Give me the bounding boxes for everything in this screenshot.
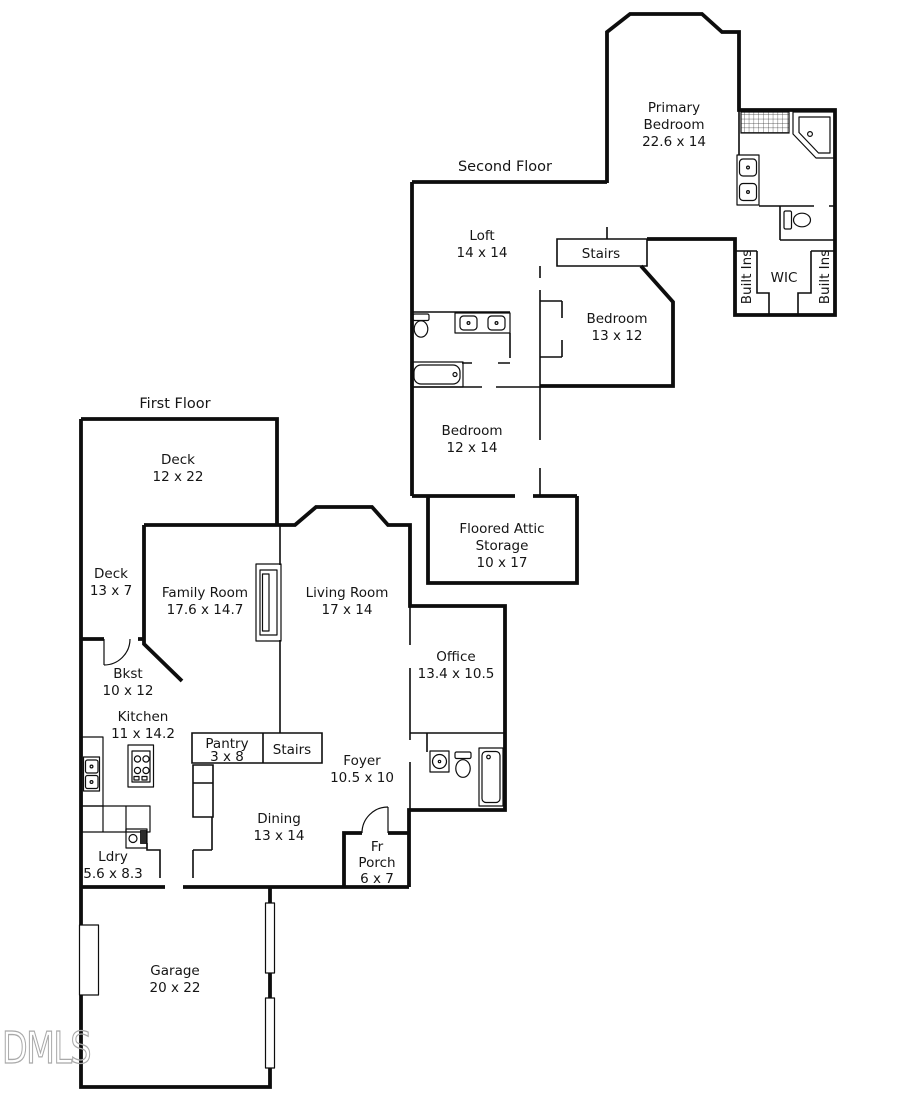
deck13-dims: 13 x 7	[90, 583, 132, 599]
foyer-dims: 10.5 x 10	[330, 770, 394, 786]
room-label-fr-porch: Fr Porch 6 x 7	[358, 839, 395, 887]
dining-dims: 13 x 14	[254, 828, 305, 844]
second-floor-title: Second Floor	[458, 159, 552, 175]
family-dims: 17.6 x 14.7	[167, 602, 244, 618]
garage-dims: 20 x 22	[150, 980, 201, 996]
kitchen-name: Kitchen	[118, 709, 169, 725]
loft-dims: 14 x 14	[457, 245, 508, 261]
room-label-deck-13: Deck 13 x 7	[90, 566, 132, 599]
pantry-name: Pantry	[205, 736, 248, 752]
primary-bedroom-dims: 22.6 x 14	[642, 134, 706, 150]
deck13-name: Deck	[94, 566, 128, 582]
deck12-dims: 12 x 22	[153, 469, 204, 485]
loft-bath-tub-icon	[410, 361, 464, 388]
fireplace-icon	[255, 563, 282, 642]
powder-bath-shower-icon	[478, 747, 504, 807]
second-floor-exterior-walls	[410, 12, 837, 585]
powder-bath-toilet-icon	[454, 751, 472, 778]
second-floor-interior-walls	[412, 110, 835, 496]
room-label-bedroom-13: Bedroom 13 x 12	[586, 311, 647, 344]
kitchen-counter-sink-icon	[81, 736, 104, 807]
primary-bedroom-line2: Bedroom	[643, 117, 704, 133]
built-ins-left-label: Built Ins	[739, 250, 755, 304]
first-floor-interior-walls	[146, 525, 505, 878]
primary-bedroom-line1: Primary	[648, 100, 700, 116]
built-ins-right-label: Built Ins	[817, 250, 833, 304]
deck12-name: Deck	[161, 452, 195, 468]
first-stairs-label: Stairs	[273, 742, 311, 758]
porch-dims: 6 x 7	[360, 871, 394, 887]
powder-bath-sink-icon	[429, 750, 450, 773]
room-label-family: Family Room 17.6 x 14.7	[162, 585, 248, 618]
room-label-loft: Loft 14 x 14	[457, 228, 508, 261]
living-dims: 17 x 14	[322, 602, 373, 618]
ldry-name: Ldry	[98, 849, 128, 865]
room-label-pantry: Pantry 3 x 8	[205, 736, 248, 765]
porch-line2: Porch	[358, 855, 395, 871]
living-name: Living Room	[306, 585, 389, 601]
second-floor-labels: Second Floor Primary Bedroom 22.6 x 14 L…	[441, 100, 833, 571]
bkst-name: Bkst	[113, 666, 142, 682]
room-label-deck-12: Deck 12 x 22	[153, 452, 204, 485]
laundry-washer-icon	[125, 828, 148, 849]
room-label-primary-bedroom: Primary Bedroom 22.6 x 14	[642, 100, 706, 150]
kitchen-dims: 11 x 14.2	[111, 726, 175, 742]
room-label-attic: Floored Attic Storage 10 x 17	[459, 521, 544, 571]
attic-dims: 10 x 17	[477, 555, 528, 571]
room-label-office: Office 13.4 x 10.5	[418, 649, 495, 682]
room-label-garage: Garage 20 x 22	[150, 963, 201, 996]
primary-bath-corner-tub-icon	[792, 111, 836, 159]
first-floor-labels: First Floor Deck 12 x 22 Deck 13 x 7 Fam…	[83, 396, 494, 996]
garage-name: Garage	[150, 963, 199, 979]
front-door-icon	[361, 806, 389, 834]
office-dims: 13.4 x 10.5	[418, 666, 495, 682]
bedroom12-dims: 12 x 14	[447, 440, 498, 456]
primary-bath-vanity-icon	[736, 154, 760, 206]
ldry-dims: 5.6 x 8.3	[83, 866, 143, 882]
wic-label: WIC	[771, 270, 798, 286]
garage-door-icons	[264, 902, 276, 1069]
attic-line2: Storage	[476, 538, 529, 554]
loft-name: Loft	[469, 228, 494, 244]
room-label-dining: Dining 13 x 14	[254, 811, 305, 844]
garage-window-icon	[78, 924, 100, 996]
room-label-ldry: Ldry 5.6 x 8.3	[83, 849, 143, 882]
office-name: Office	[436, 649, 475, 665]
loft-bath-vanity-icon	[454, 312, 511, 334]
bedroom13-name: Bedroom	[586, 311, 647, 327]
foyer-name: Foyer	[343, 753, 381, 769]
room-label-bkst: Bkst 10 x 12	[103, 666, 154, 699]
room-label-bedroom-12: Bedroom 12 x 14	[441, 423, 502, 456]
mls-watermark: DMLS	[2, 1023, 90, 1074]
second-stairs-label: Stairs	[582, 246, 620, 262]
family-name: Family Room	[162, 585, 248, 601]
first-floor-title: First Floor	[139, 396, 210, 412]
room-label-foyer: Foyer 10.5 x 10	[330, 753, 394, 786]
dining-name: Dining	[257, 811, 301, 827]
porch-line1: Fr	[371, 839, 384, 855]
first-floor-exterior-walls	[79, 417, 507, 1089]
room-label-living: Living Room 17 x 14	[306, 585, 389, 618]
bedroom12-name: Bedroom	[441, 423, 502, 439]
kitchen-island-cooktop-icon	[127, 744, 155, 788]
bkst-door-icon	[103, 638, 131, 666]
attic-line1: Floored Attic	[459, 521, 544, 537]
primary-bath-shower-icon	[740, 111, 790, 134]
bkst-dims: 10 x 12	[103, 683, 154, 699]
primary-bath-toilet-icon	[783, 210, 812, 230]
kitchen-bottom-counter-icon	[81, 805, 151, 833]
pantry-dims: 3 x 8	[210, 749, 244, 765]
room-label-kitchen: Kitchen 11 x 14.2	[111, 709, 175, 742]
bedroom13-dims: 13 x 12	[592, 328, 643, 344]
loft-bath-toilet-icon	[412, 313, 430, 338]
